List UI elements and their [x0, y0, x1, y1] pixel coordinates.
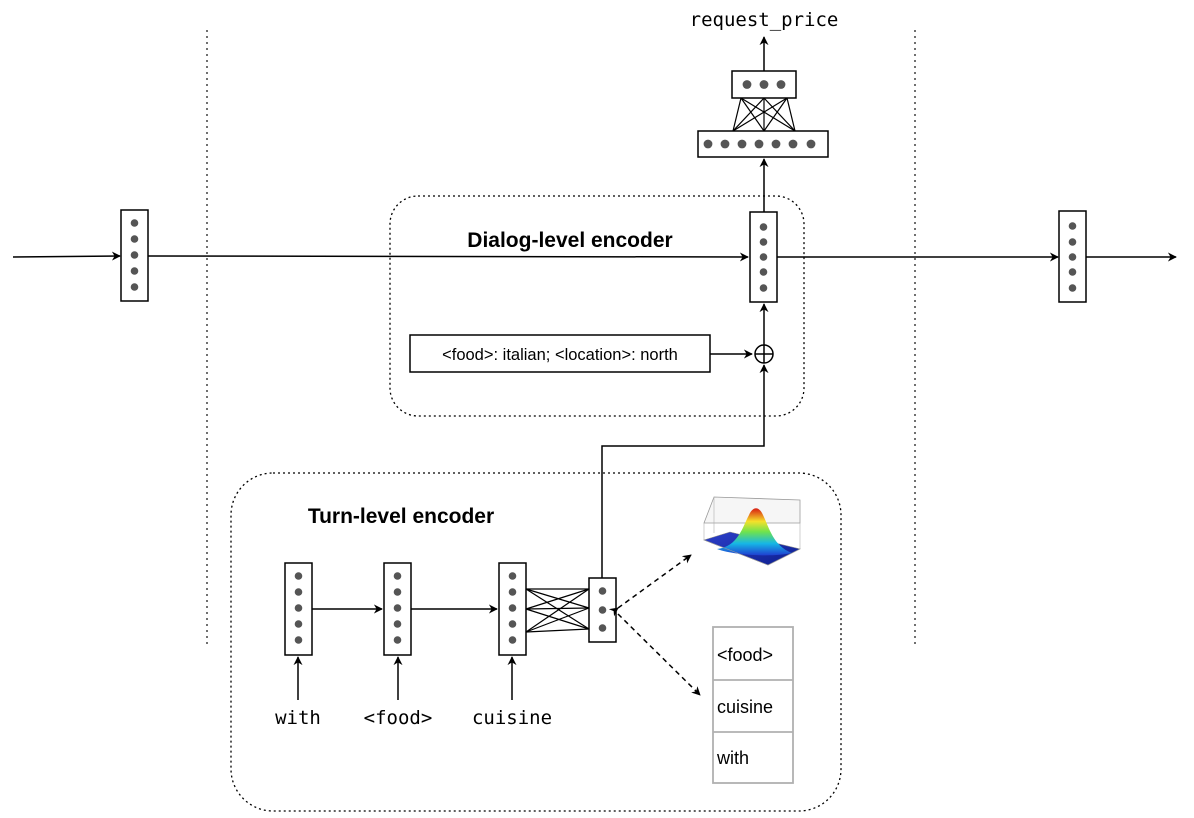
- gaussian-surface-plot-icon: [703, 496, 801, 566]
- input-token-food: <food>: [364, 707, 433, 729]
- dialog-encoder-title: Dialog-level encoder: [467, 229, 672, 252]
- dialog-state-next: [1058, 210, 1087, 303]
- incoming-state-arrow: [12, 251, 121, 261]
- slot-context-box: [409, 334, 711, 373]
- input-token-cuisine: cuisine: [472, 707, 552, 729]
- turn-encoder-title: Turn-level encoder: [308, 505, 494, 528]
- dashed-link-attention-list: [617, 613, 701, 696]
- turn-encoder-box: [230, 472, 842, 812]
- attention-list-item-2: cuisine: [717, 697, 773, 717]
- token-encoder-cuisine: [498, 562, 527, 656]
- circle-plus-icon: [754, 344, 774, 364]
- output-dense-connections: [732, 97, 796, 132]
- turn-dense-connections: [525, 588, 590, 633]
- attention-token-list: [712, 626, 794, 784]
- output-layer-units: [742, 80, 786, 89]
- input-token-with: with: [275, 707, 321, 729]
- token-encoder-food: [383, 562, 412, 656]
- slot-context-text: <food>: italian; <location>: north: [442, 346, 678, 364]
- turn-summary-vector: [588, 577, 617, 643]
- dialog-state-current: [749, 211, 778, 303]
- dialog-state-previous: [120, 209, 149, 302]
- state-to-current-arrow: [147, 252, 749, 262]
- hidden-layer-units: [703, 139, 816, 149]
- attention-list-item-1: <food>: [717, 645, 773, 665]
- dashed-link-distribution: [608, 554, 692, 617]
- turn-to-dialog-connector: [601, 364, 769, 578]
- token-encoder-with: [284, 562, 313, 656]
- attention-list-item-3: with: [716, 748, 749, 768]
- output-label: request_price: [690, 9, 839, 31]
